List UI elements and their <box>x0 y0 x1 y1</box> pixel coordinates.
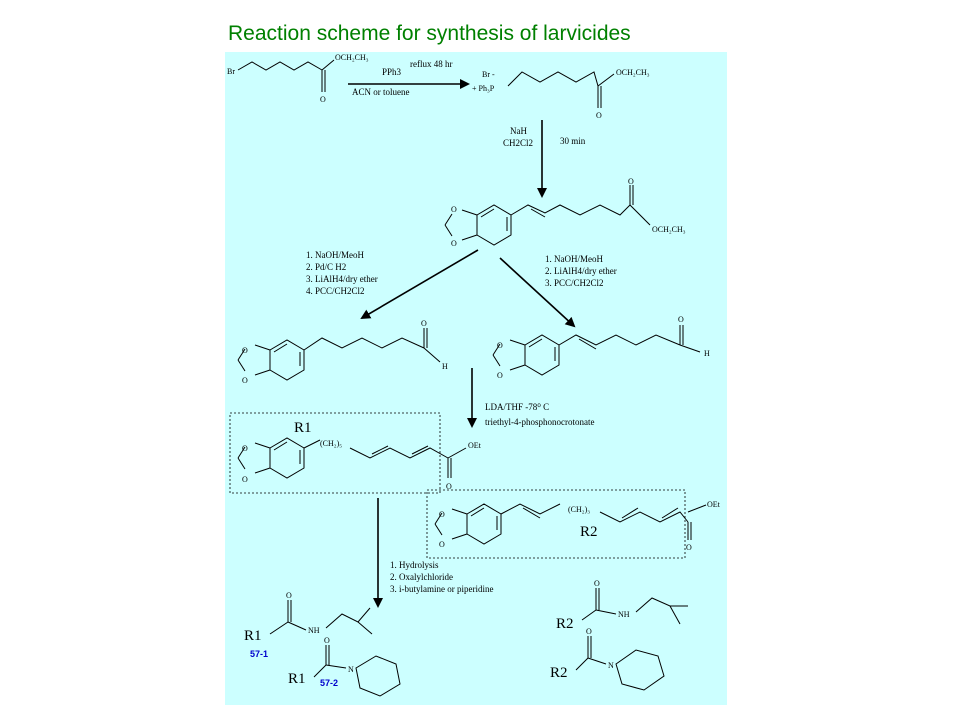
svg-text:(CH₂)₅: (CH₂)₅ <box>320 439 342 448</box>
svg-text:OEt: OEt <box>707 500 721 509</box>
svg-text:O: O <box>628 177 634 186</box>
right-route-step3: 3. PCC/CH2Cl2 <box>545 278 604 288</box>
svg-text:OCH₂CH₃: OCH₂CH₃ <box>652 225 686 234</box>
page-title: Reaction scheme for synthesis of larvici… <box>228 22 631 45</box>
svg-text:O: O <box>686 543 692 552</box>
r2-dashed-box <box>426 489 686 559</box>
r2-compound: R2 O O (CH₂)₃ O OEt <box>426 489 721 559</box>
alkyl-chain <box>237 61 323 71</box>
svg-text:O: O <box>451 205 457 214</box>
svg-text:H: H <box>704 349 710 358</box>
left-route-arrow <box>360 249 479 320</box>
step2-base: NaH <box>510 126 527 136</box>
step3-reagent: LDA/THF -78⁰ C <box>485 402 549 412</box>
step1-conditions: reflux 48 hr <box>410 59 453 69</box>
product-r2-piperidide: R2 O N <box>550 627 665 691</box>
svg-text:NH: NH <box>308 626 320 635</box>
unsaturated-aldehyde: O O O H <box>492 315 710 380</box>
svg-text:O: O <box>242 444 248 453</box>
benzodioxole-ester: O O O OCH₂CH₃ <box>444 177 686 248</box>
r2-label: R2 <box>580 524 598 540</box>
step1-reagent: PPh3 <box>382 67 402 77</box>
svg-text:NH: NH <box>618 610 630 619</box>
svg-text:O: O <box>586 627 592 636</box>
svg-text:N: N <box>348 665 354 674</box>
product-57-2: R1 O N 57-2 <box>288 636 401 697</box>
right-route-arrow <box>499 257 576 328</box>
phosphonium-salt: Br - + Ph₃P OCH₂CH₃ O <box>472 68 650 120</box>
svg-text:H: H <box>442 362 448 371</box>
left-route-step3: 3. LiAlH4/dry ether <box>306 274 378 284</box>
svg-text:O: O <box>678 315 684 324</box>
start-material: Br OCH₂CH₃ O <box>227 53 369 104</box>
right-route-step2: 2. LiAlH4/dry ether <box>545 266 617 276</box>
svg-text:O: O <box>324 636 330 645</box>
svg-text:O: O <box>497 341 503 350</box>
step1-solvent: ACN or toluene <box>352 87 410 97</box>
svg-text:OCH₂CH₃: OCH₂CH₃ <box>616 68 650 77</box>
svg-text:O: O <box>439 510 445 519</box>
r1-compound: R1 O O (CH₂)₅ O OEt <box>229 412 482 494</box>
step2-time: 30 min <box>560 136 586 146</box>
svg-text:O: O <box>439 540 445 549</box>
svg-text:O: O <box>594 579 600 588</box>
svg-text:O: O <box>242 376 248 385</box>
right-route-step1: 1. NaOH/MeoH <box>545 254 603 264</box>
bromo-label: Br <box>227 67 235 76</box>
compound-57-2-label: 57-2 <box>320 678 338 688</box>
svg-text:+ Ph₃P: + Ph₃P <box>472 84 495 93</box>
compound-57-1-label: 57-1 <box>250 649 268 659</box>
svg-text:O: O <box>286 591 292 600</box>
left-route-step4: 4. PCC/CH2Cl2 <box>306 286 365 296</box>
ester-label: OCH₂CH₃ <box>335 53 369 62</box>
svg-text:O: O <box>446 482 452 491</box>
svg-text:N: N <box>608 661 614 670</box>
scheme-panel <box>225 52 727 705</box>
svg-text:O: O <box>497 371 503 380</box>
step3-crotonate: triethyl-4-phosphonocrotonate <box>485 417 594 427</box>
svg-text:R2: R2 <box>550 665 568 681</box>
svg-text:O: O <box>421 319 427 328</box>
svg-text:(CH₂)₃: (CH₂)₃ <box>568 505 590 514</box>
svg-text:R1: R1 <box>244 628 262 644</box>
r1-label: R1 <box>294 420 312 436</box>
step4-hydrolysis: 1. Hydrolysis <box>390 560 439 570</box>
product-r2-isobutylamide: R2 O NH <box>556 579 688 632</box>
r1-dashed-box <box>229 412 441 494</box>
product-57-1: R1 O NH 57-1 <box>244 591 373 659</box>
svg-text:Br -: Br - <box>482 70 495 79</box>
step4-oxalylchloride: 2. Oxalylchloride <box>390 572 453 582</box>
svg-text:O: O <box>242 475 248 484</box>
svg-text:O: O <box>451 239 457 248</box>
carbonyl-o: O <box>320 95 326 104</box>
saturated-aldehyde: O O O H <box>237 319 448 385</box>
svg-text:O: O <box>242 346 248 355</box>
svg-text:O: O <box>596 111 602 120</box>
svg-text:OEt: OEt <box>468 441 482 450</box>
left-route-step2: 2. Pd/C H2 <box>306 262 346 272</box>
step4-amine: 3. i-butylamine or piperidine <box>390 584 493 594</box>
svg-text:R1: R1 <box>288 671 306 687</box>
svg-text:R2: R2 <box>556 616 574 632</box>
left-route-step1: 1. NaOH/MeoH <box>306 250 364 260</box>
step2-solvent: CH2Cl2 <box>503 138 533 148</box>
